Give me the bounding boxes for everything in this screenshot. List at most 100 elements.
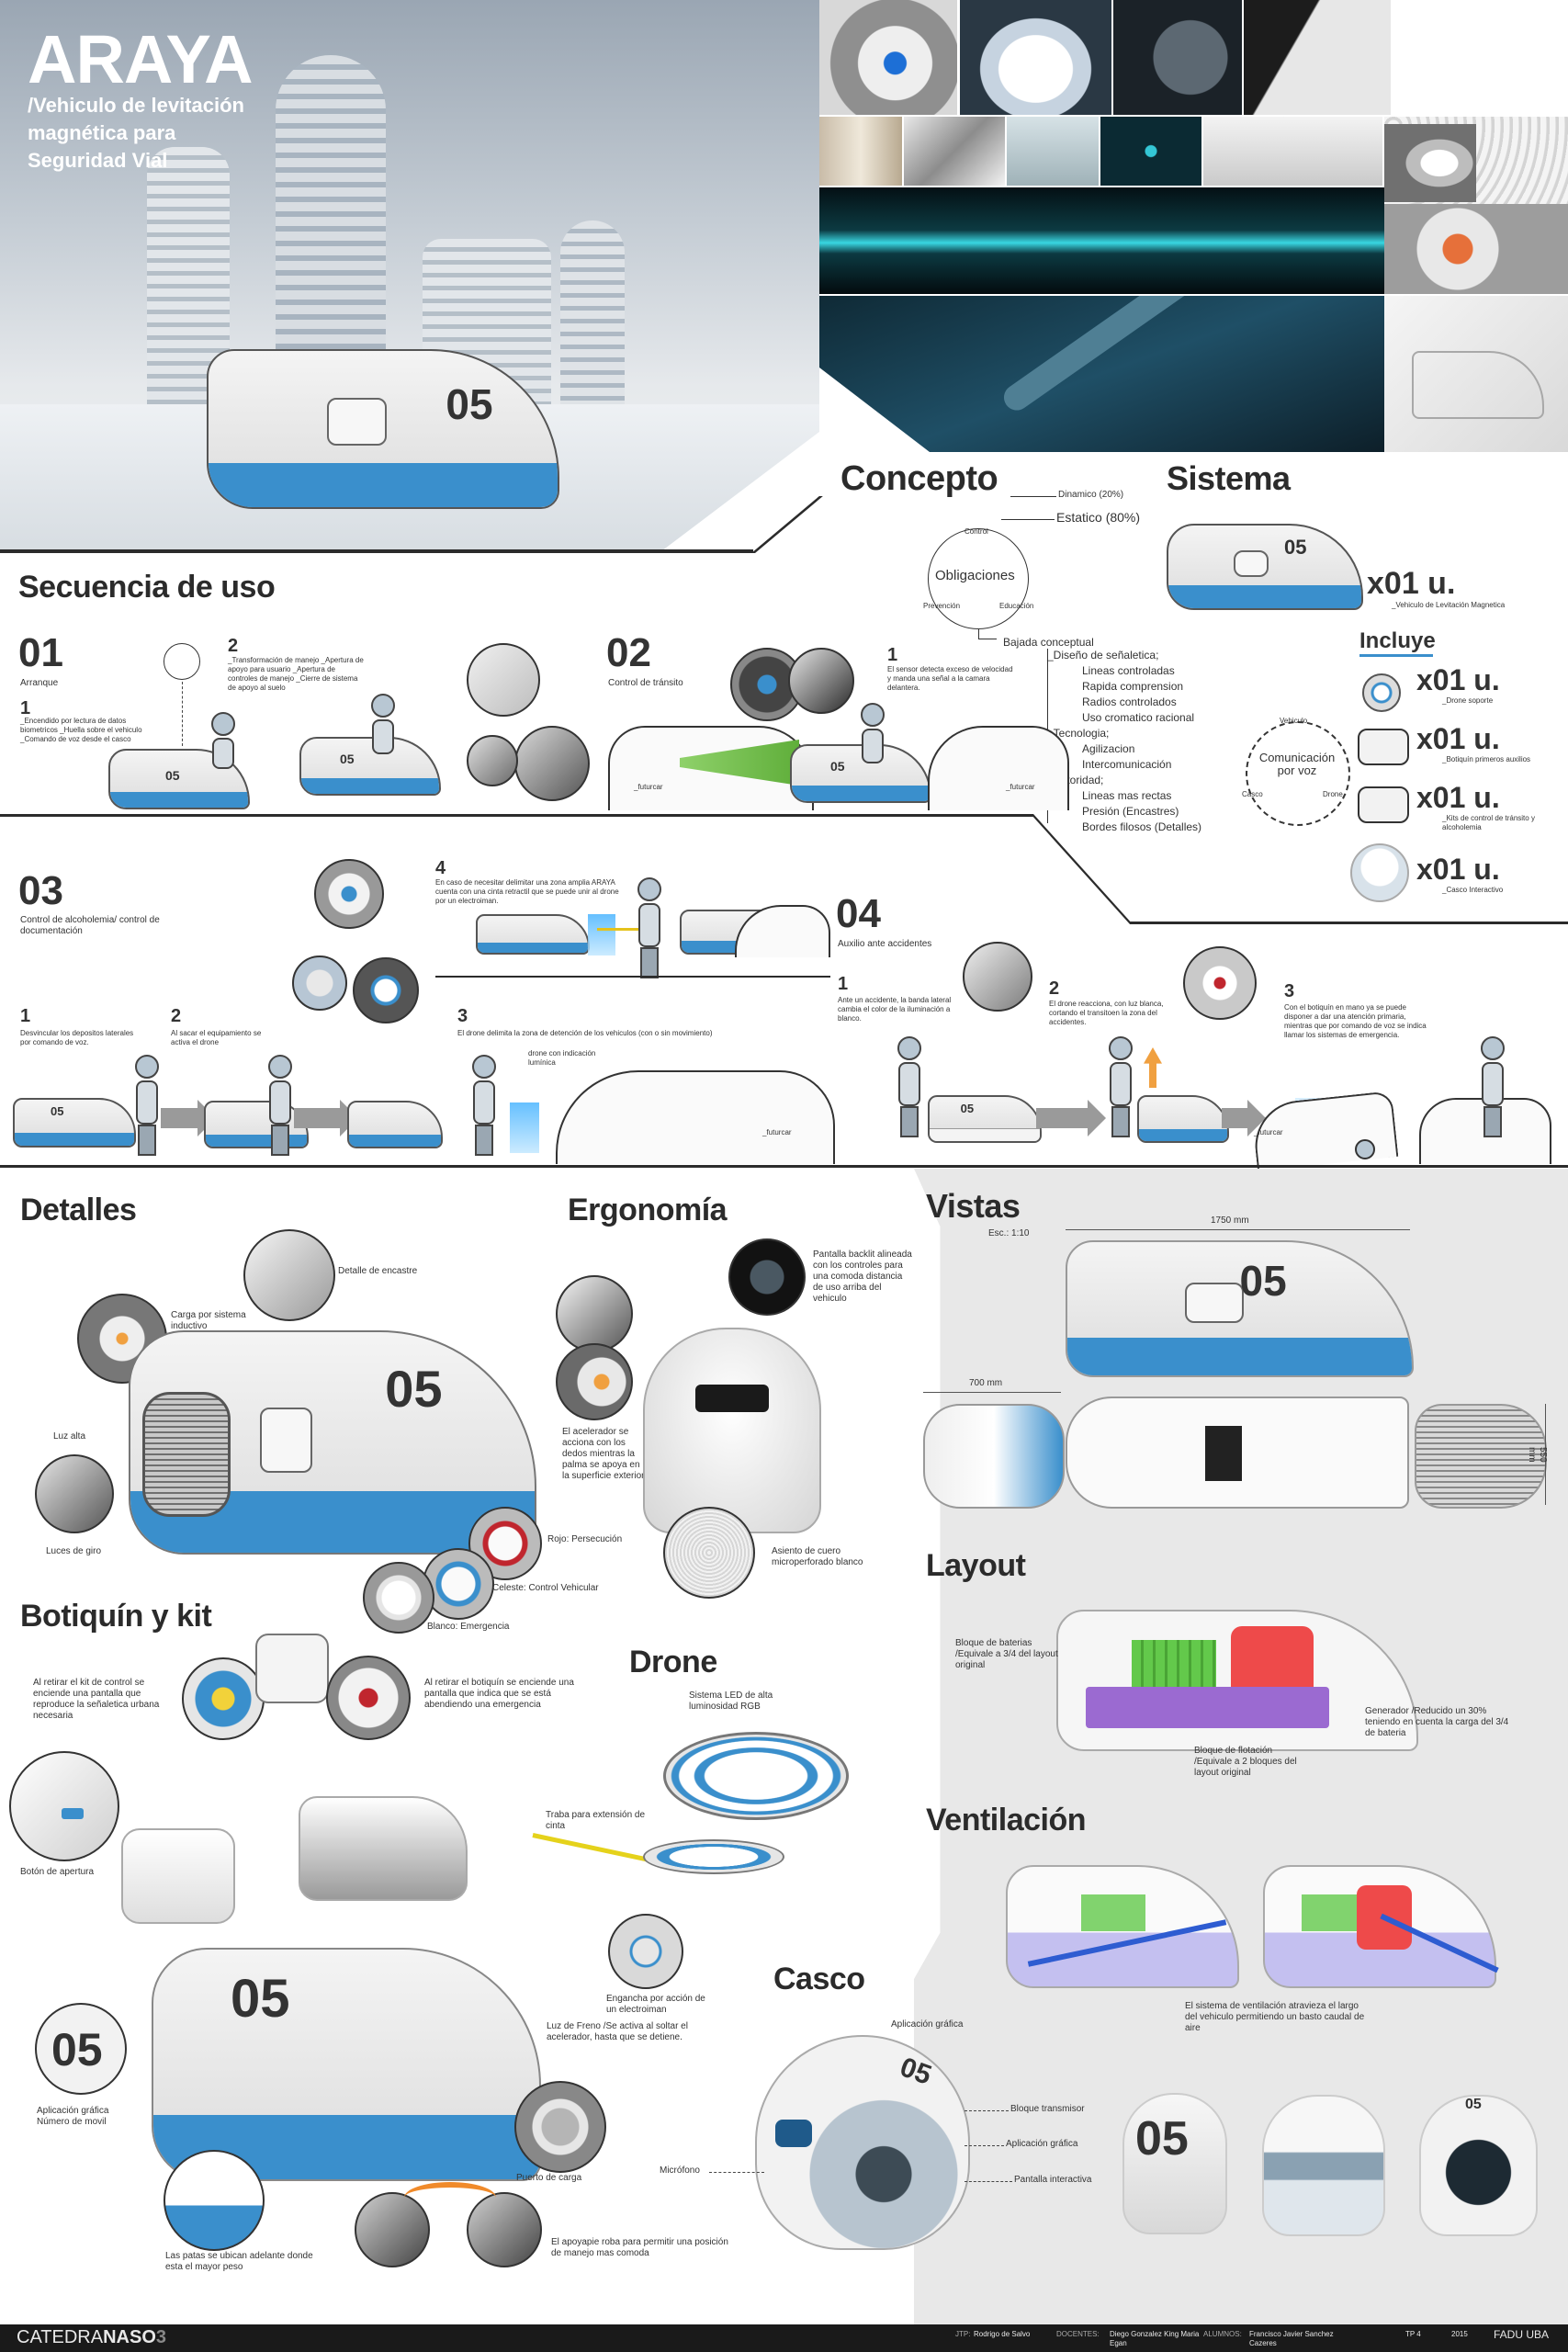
ventilacion-pod-a — [1006, 1865, 1239, 1988]
detalles-grille — [142, 1392, 231, 1517]
moodboard-white-bar — [1203, 117, 1382, 186]
sistema-main-desc: _Vehiculo de Levitación Magnetica — [1392, 601, 1506, 609]
ergonomia-circle-grip — [556, 1275, 633, 1352]
moodboard-corner-cut — [819, 368, 930, 452]
hero-subtitle: /Vehiculo de levitación magnética para S… — [28, 94, 244, 172]
concepto-line-item: Agilizacion — [1082, 742, 1135, 755]
step-04-sub2: 2 — [1049, 978, 1060, 999]
kit-box-closed — [121, 1828, 235, 1924]
tape-line — [597, 928, 638, 931]
step-04-number: 04 — [836, 891, 881, 936]
concepto-line-item: _Autoridad; — [1047, 774, 1104, 786]
comunicacion-casco: Casco — [1242, 790, 1263, 798]
concepto-line-item: Uso cromatico racional — [1082, 711, 1195, 724]
detail-circle-patas — [164, 2150, 265, 2251]
kit-screen-circle — [182, 1657, 265, 1740]
sistema-item-qty: x01 u. — [1416, 781, 1500, 814]
casco-bloque: Bloque transmisor — [1010, 2104, 1085, 2114]
moodboard-gloss — [904, 117, 1005, 186]
casco-helmet-view-3 — [1419, 2095, 1538, 2236]
vistas-title: Vistas — [926, 1187, 1021, 1225]
step-03-detail-drone — [292, 956, 347, 1011]
sistema-item-desc: _Casco Interactivo — [1442, 886, 1504, 894]
leader-line — [964, 2110, 1009, 2111]
casco-pantalla: Pantalla interactiva — [1014, 2175, 1092, 2185]
botiquin-boton: Botón de apertura — [20, 1867, 95, 1877]
concepto-line-item: Presión (Encastres) — [1082, 805, 1179, 818]
step-04-pod-a: 05 — [928, 1095, 1042, 1143]
concepto-line-item: Bordes filosos (Detalles) — [1082, 820, 1202, 833]
separator-line — [0, 549, 753, 553]
comunicacion-vehiculo: Vehiculo — [1280, 717, 1308, 725]
step-arrow — [294, 1100, 358, 1136]
footer-num: 3 — [155, 2327, 167, 2347]
botiquin-icon — [1358, 729, 1409, 765]
step-04-detail-circle — [963, 942, 1032, 1012]
footer-jtp: Rodrigo de Salvo — [974, 2330, 1031, 2338]
layout-battery-block — [1132, 1640, 1216, 1695]
numero-graphic: 05 — [51, 2024, 103, 2075]
car-brand: _futurcar — [1006, 783, 1035, 791]
detail-circle-encastre — [243, 1229, 335, 1321]
botiquin-luz-freno: Luz de Freno /Se activa al soltar el ace… — [547, 2021, 688, 2042]
concepto-bajada: Bajada conceptual — [1003, 636, 1094, 649]
step-03-sub2: 2 — [171, 1006, 182, 1026]
sistema-item-desc: _Kits de control de tránsito y alcoholem… — [1442, 814, 1535, 831]
robot-arm-shape — [998, 296, 1210, 416]
concepto-prevencion: Prevención — [923, 602, 961, 610]
hero-title: ARAYA — [28, 21, 254, 97]
moodboard-dark-helmet — [1113, 0, 1242, 115]
moodboard-hud — [1100, 117, 1201, 186]
step-04-text3: Con el botiquín en mano ya se puede disp… — [1284, 1003, 1427, 1039]
hero-pod: 05 — [207, 349, 559, 509]
footer-alumnos-label: ALUMNOS: — [1203, 2330, 1242, 2338]
officer-figure — [133, 1055, 159, 1156]
casco-helmet-cutaway — [755, 2035, 970, 2250]
drone-light-beam — [588, 914, 615, 956]
drone-title: Drone — [629, 1645, 717, 1679]
comunicacion-drone: Drone — [1323, 790, 1343, 798]
botiquin-main-pod: 05 — [152, 1948, 541, 2181]
concepto-estatico: Estatico (80%) — [1056, 510, 1141, 525]
ergonomia-front-pod — [643, 1328, 821, 1533]
leader-line — [709, 2172, 764, 2173]
vent-green-block — [1081, 1894, 1145, 1931]
step-03-pod-a — [476, 914, 590, 955]
sistema-item-desc: _Botiquín primeros auxilios — [1442, 755, 1531, 763]
step-03-pod-d — [204, 1101, 309, 1148]
kit-box — [255, 1634, 329, 1703]
color-circle-blanco — [363, 1562, 434, 1634]
step-01-sub1: 1 — [20, 698, 31, 718]
step-03-text4: En caso de necesitar delimitar una zona … — [435, 878, 619, 905]
vistas-front-view — [923, 1404, 1065, 1509]
concepto-line-item: Rapida comprension — [1082, 680, 1184, 693]
car-brand: _futurcar — [634, 783, 663, 791]
officer-figure — [896, 1036, 921, 1137]
step-04-text1: Ante un accidente, la banda lateral camb… — [838, 996, 952, 1023]
color-circle-celeste — [423, 1548, 494, 1620]
leader-line — [964, 2181, 1012, 2182]
injured-person — [1355, 1139, 1375, 1159]
car-brand: _futurcar — [762, 1128, 792, 1136]
vistas-dim-width: 700 mm — [969, 1378, 1003, 1388]
sistema-pod: 05 — [1167, 524, 1363, 610]
moodboard-robot-white — [960, 0, 1111, 115]
step-02-pod: 05 — [790, 744, 931, 803]
color-circle-rojo — [468, 1507, 542, 1580]
concepto-control: Control — [964, 527, 988, 536]
sistema-main-qty: x01 u. — [1367, 566, 1456, 601]
ventilacion-pod-b — [1263, 1865, 1499, 1988]
step-arrow — [161, 1100, 216, 1136]
leader-line — [182, 682, 183, 746]
concepto-center: Obligaciones — [935, 568, 1015, 583]
concepto-line-item: Lineas mas rectas — [1082, 789, 1172, 802]
step-03-number: 03 — [18, 868, 63, 913]
button-shape — [62, 1808, 84, 1819]
casco-microfono: Micrófono — [660, 2165, 700, 2176]
ergonomia-circle-seat — [663, 1507, 755, 1599]
separator-line — [435, 976, 830, 978]
vistas-dim-height: 550 mm — [1527, 1447, 1548, 1463]
detail-circle-handle — [467, 643, 540, 717]
step-03-pod-c: 05 — [13, 1098, 136, 1148]
step-04-medkit-circle — [1183, 946, 1257, 1020]
